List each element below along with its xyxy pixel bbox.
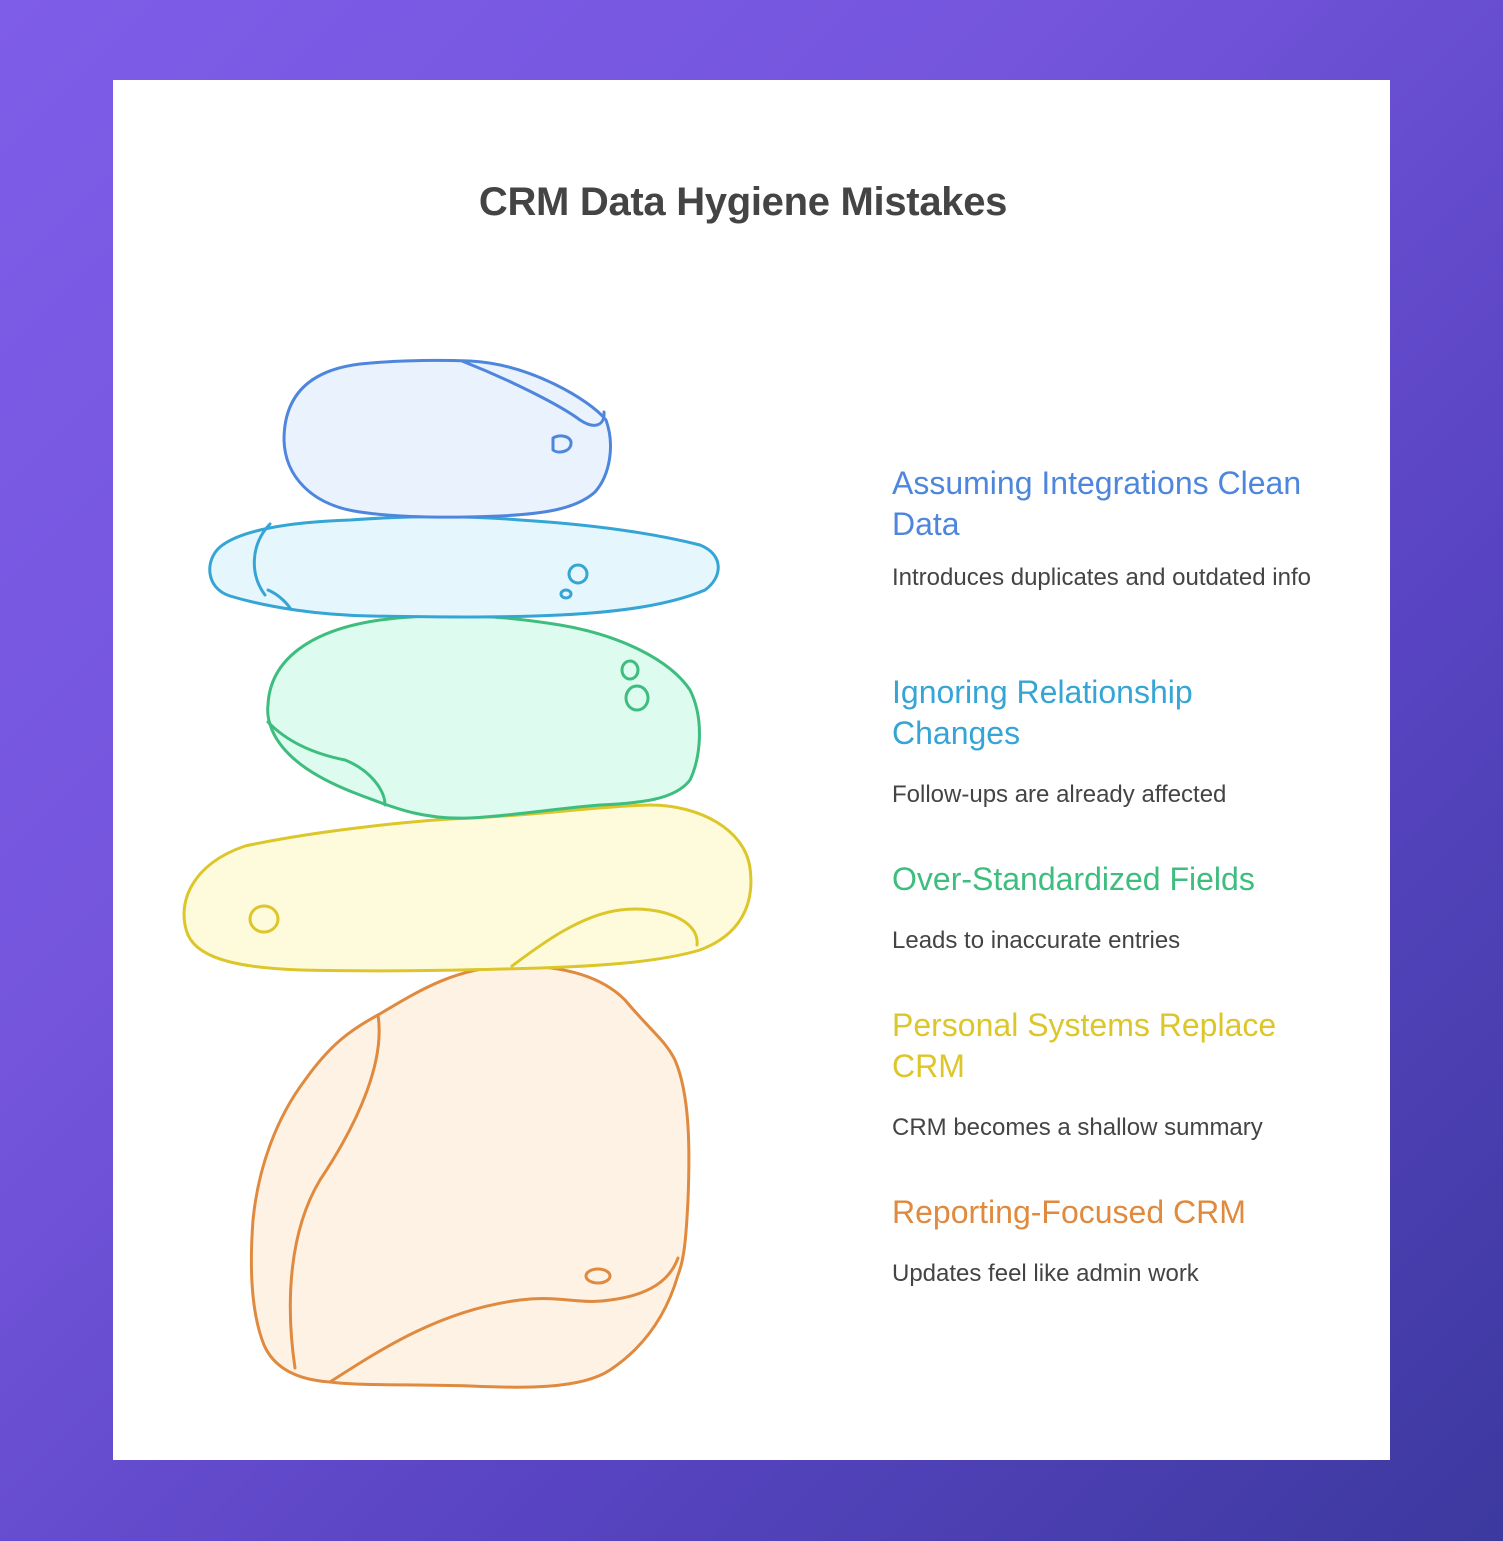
mistake-title: Personal Systems Replace CRM bbox=[892, 1007, 1277, 1084]
mistake-title: Assuming Integrations Clean Data bbox=[892, 465, 1302, 542]
mistake-title: Ignoring Relationship Changes bbox=[892, 674, 1193, 751]
mistake-description: Introduces duplicates and outdated info bbox=[892, 564, 1311, 591]
mistake-title: Over-Standardized Fields bbox=[892, 861, 1255, 897]
green-stone-icon bbox=[266, 613, 701, 820]
page-title: CRM Data Hygiene Mistakes bbox=[478, 180, 1008, 224]
light-blue-stone-icon bbox=[208, 515, 720, 619]
mistake-description: CRM becomes a shallow summary bbox=[892, 1114, 1263, 1141]
mistake-item-integrations: Assuming Integrations Clean Data Introdu… bbox=[892, 463, 1322, 593]
mistake-item-standardized: Over-Standardized Fields Leads to inaccu… bbox=[892, 859, 1322, 956]
mistake-item-personal-systems: Personal Systems Replace CRM CRM becomes… bbox=[892, 1005, 1322, 1143]
mistake-description: Updates feel like admin work bbox=[892, 1260, 1199, 1287]
orange-stone-icon bbox=[249, 964, 691, 1389]
top-blue-stone-icon bbox=[282, 358, 612, 519]
mistake-title: Reporting-Focused CRM bbox=[892, 1194, 1246, 1230]
mistake-description: Leads to inaccurate entries bbox=[892, 927, 1181, 954]
mistake-description: Follow-ups are already affected bbox=[892, 781, 1227, 808]
yellow-stone-icon bbox=[182, 803, 753, 973]
mistake-item-relationship: Ignoring Relationship Changes Follow-ups… bbox=[892, 672, 1322, 810]
mistake-item-reporting: Reporting-Focused CRM Updates feel like … bbox=[892, 1192, 1322, 1289]
